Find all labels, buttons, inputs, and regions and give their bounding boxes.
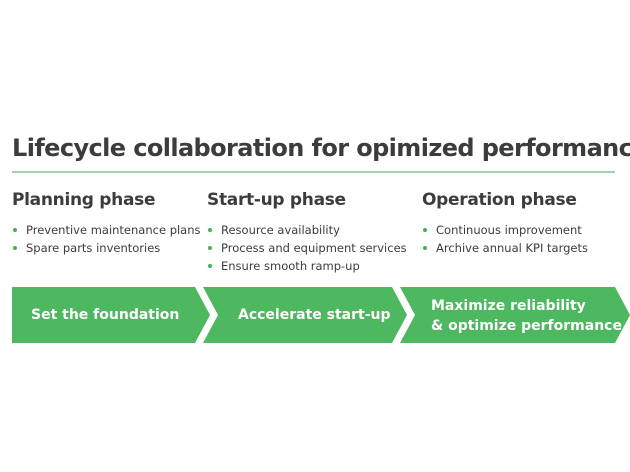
step-label-foundation: Set the foundation	[31, 307, 180, 323]
step-arrow-operation	[400, 287, 630, 343]
list-item: Resource availability	[207, 221, 407, 239]
bullet-icon	[13, 246, 17, 250]
list-item: Archive annual KPI targets	[422, 239, 588, 257]
step-label-operation-line1: Maximize reliability	[431, 298, 586, 314]
list-item-text: Process and equipment services	[221, 241, 407, 255]
bullet-icon	[208, 228, 212, 232]
bullet-icon	[13, 228, 17, 232]
title-divider	[12, 171, 615, 173]
phase-item-list: Continuous improvement Archive annual KP…	[422, 221, 588, 257]
phase-heading: Start-up phase	[207, 190, 346, 210]
phase-planning: Planning phase Preventive maintenance pl…	[12, 190, 201, 257]
phase-operation: Operation phase Continuous improvement A…	[422, 190, 588, 257]
phase-heading: Operation phase	[422, 190, 577, 210]
phase-item-list: Preventive maintenance plans Spare parts…	[12, 221, 201, 257]
step-label-start-up: Accelerate start-up	[238, 307, 391, 323]
list-item: Ensure smooth ramp-up	[207, 257, 407, 275]
bullet-icon	[208, 246, 212, 250]
bullet-icon	[208, 264, 212, 268]
list-item-text: Ensure smooth ramp-up	[221, 259, 360, 273]
bullet-icon	[423, 246, 427, 250]
list-item-text: Preventive maintenance plans	[26, 223, 201, 237]
list-item: Continuous improvement	[422, 221, 588, 239]
phase-start-up: Start-up phase Resource availability Pro…	[207, 190, 407, 275]
step-arrow-foundation	[12, 287, 210, 343]
list-item-text: Archive annual KPI targets	[436, 241, 588, 255]
bullet-icon	[423, 228, 427, 232]
step-arrow-start-up	[203, 287, 407, 343]
phase-heading: Planning phase	[12, 190, 156, 210]
phase-item-list: Resource availability Process and equipm…	[207, 221, 407, 275]
list-item: Process and equipment services	[207, 239, 407, 257]
step-label-operation-line2: & optimize performance	[431, 318, 622, 334]
list-item: Preventive maintenance plans	[12, 221, 201, 239]
diagram-title: Lifecycle collaboration for opimized per…	[12, 134, 630, 162]
list-item-text: Resource availability	[221, 223, 340, 237]
list-item-text: Continuous improvement	[436, 223, 582, 237]
list-item: Spare parts inventories	[12, 239, 201, 257]
list-item-text: Spare parts inventories	[26, 241, 161, 255]
